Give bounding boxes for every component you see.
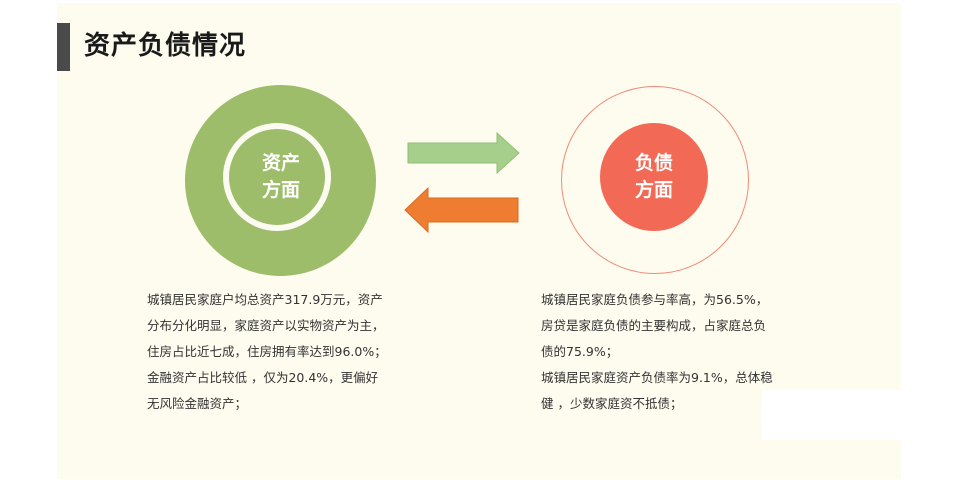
- assets-inner-ring: [223, 123, 331, 231]
- slide-background: [57, 3, 901, 479]
- page-title: 资产负债情况: [84, 31, 247, 61]
- liabilities-text-line: 债的75.9%；: [541, 344, 619, 359]
- liabilities-description: 城镇居民家庭负债参与率高，为56.5%， 房贷是家庭负债的主要构成，占家庭总负 …: [541, 287, 773, 417]
- liabilities-text-line: 房贷是家庭负债的主要构成，占家庭总负: [541, 318, 767, 333]
- liabilities-text-line: 健 ，少数家庭资不抵债；: [541, 396, 683, 411]
- liabilities-outer-ring: [561, 86, 749, 274]
- title-accent-bar: [57, 23, 70, 71]
- assets-text-line: 金融资产占比较低 ，仅为20.4%，更偏好: [147, 370, 379, 385]
- slide-corner-patch: [762, 390, 902, 440]
- liabilities-label: 负债 方面: [610, 150, 698, 204]
- liabilities-text-line: 城镇居民家庭负债参与率高，为56.5%，: [541, 292, 769, 307]
- assets-text-line: 城镇居民家庭户均总资产317.9万元，资产: [147, 292, 383, 307]
- assets-label-line2: 方面: [261, 179, 300, 201]
- liabilities-label-line2: 方面: [634, 179, 673, 201]
- liabilities-text-line: 城镇居民家庭资产负债率为9.1%，总体稳: [541, 370, 773, 385]
- assets-text-line: 分布分化明显，家庭资产以实物资产为主，: [147, 318, 385, 333]
- assets-label: 资产 方面: [237, 150, 325, 204]
- assets-text-line: 无风险金融资产；: [147, 396, 248, 411]
- liabilities-label-line1: 负债: [634, 152, 673, 174]
- assets-label-line1: 资产: [261, 152, 300, 174]
- liabilities-circle: [600, 123, 708, 231]
- assets-description: 城镇居民家庭户均总资产317.9万元，资产 分布分化明显，家庭资产以实物资产为主…: [147, 287, 387, 417]
- assets-text-line: 住房占比近七成，住房拥有率达到96.0%；: [147, 344, 387, 359]
